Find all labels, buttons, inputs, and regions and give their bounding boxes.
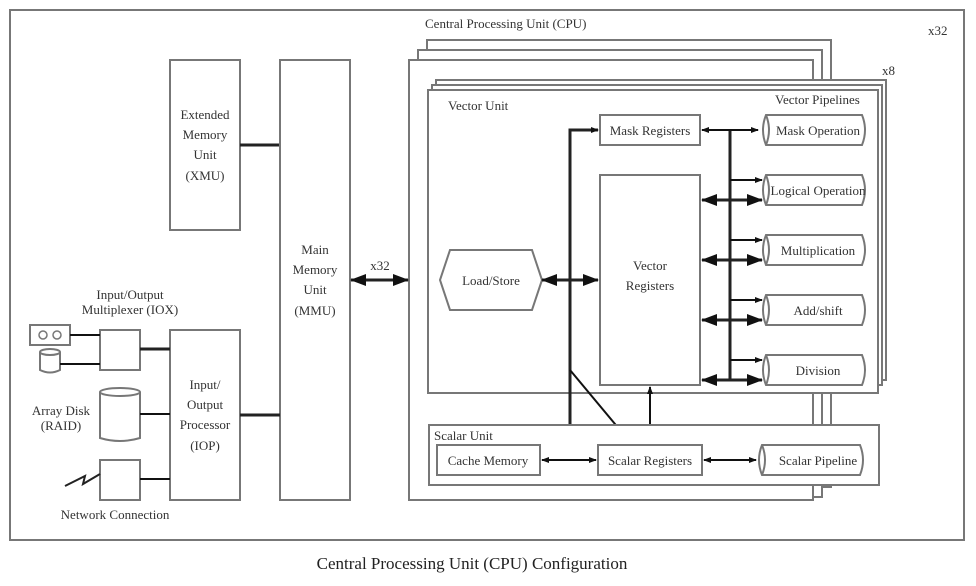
pipeline-cap	[765, 234, 770, 266]
xmu-line: Extended	[180, 107, 230, 122]
iop-line: (IOP)	[190, 438, 220, 453]
pipeline-label: Multiplication	[781, 243, 856, 258]
cache-memory-label: Cache Memory	[448, 453, 529, 468]
iox-label-line1: Input/Output	[96, 287, 164, 302]
raid-disk-icon	[99, 392, 141, 442]
iop-line: Input/	[189, 377, 220, 392]
pipeline-cylinder	[762, 294, 866, 326]
scalar-unit-title: Scalar Unit	[434, 428, 493, 443]
disk-top-icon	[39, 348, 61, 356]
iop-line: Processor	[180, 417, 231, 432]
load-store-label: Load/Store	[462, 273, 520, 288]
mmu-box	[279, 59, 351, 501]
raid-disk-top-icon	[99, 387, 141, 397]
pipeline-cylinder	[762, 114, 866, 146]
scalar-registers-label: Scalar Registers	[608, 453, 692, 468]
pipeline-cap	[765, 174, 770, 206]
mask-registers-label: Mask Registers	[610, 123, 691, 138]
network-box	[99, 459, 141, 501]
raid-label-line2: (RAID)	[41, 418, 81, 433]
raid-label-line1: Array Disk	[32, 403, 91, 418]
network-lightning-icon	[64, 473, 101, 487]
pipeline-cylinder	[762, 174, 866, 206]
xmu-line: (XMU)	[186, 168, 225, 183]
pipeline-cap	[765, 294, 770, 326]
vector-registers-label-line2: Registers	[626, 278, 674, 293]
xmu-line: Unit	[193, 147, 217, 162]
tape-reel-icon	[38, 330, 48, 340]
pipeline-label: Logical Operation	[771, 183, 866, 198]
iop-box	[169, 329, 241, 501]
vector-pipelines-title: Vector Pipelines	[775, 92, 860, 107]
pipeline-label: Division	[796, 363, 841, 378]
pipeline-cap	[765, 354, 770, 386]
vector-unit-title: Vector Unit	[448, 98, 509, 113]
disk-icon	[39, 352, 61, 374]
scalar-registers-box	[597, 444, 703, 476]
mmu-line: Memory	[293, 262, 338, 277]
vector-registers-label-line1: Vector	[633, 258, 668, 273]
cpu-inner-multiplicity: x8	[882, 63, 895, 78]
mask-link-line	[568, 127, 599, 460]
xmu-line: Memory	[183, 127, 228, 142]
pipeline-cap	[765, 114, 770, 146]
mask-registers-box	[599, 114, 701, 146]
scalar-pipeline-cylinder	[758, 444, 864, 476]
pipeline-cylinder	[762, 234, 866, 266]
diagram-caption: Central Processing Unit (CPU) Configurat…	[317, 554, 628, 573]
vector-registers-box	[599, 174, 701, 386]
network-label: Network Connection	[61, 507, 170, 522]
pipeline-label: Mask Operation	[776, 123, 861, 138]
load-store-unit	[438, 249, 544, 311]
iop-label: Input/ Output Processor (IOP)	[180, 377, 231, 453]
mmu-line: Unit	[303, 282, 327, 297]
xmu-box	[169, 59, 241, 231]
iop-line: Output	[187, 397, 224, 412]
mmu-line: Main	[301, 242, 329, 257]
scalar-pipeline-label: Scalar Pipeline	[779, 453, 858, 468]
cpu-multiplicity: x32	[928, 23, 948, 38]
xmu-label: Extended Memory Unit (XMU)	[180, 107, 230, 183]
mmu-label: Main Memory Unit (MMU)	[293, 242, 338, 318]
cpu-title: Central Processing Unit (CPU)	[425, 16, 586, 31]
tape-reel-icon	[52, 330, 62, 340]
scalar-pipeline-cap	[761, 444, 766, 476]
tape-icon	[29, 324, 71, 346]
iox-box	[99, 329, 141, 371]
cache-memory-box	[436, 444, 541, 476]
pipeline-cylinder	[762, 354, 866, 386]
mmu-line: (MMU)	[294, 303, 335, 318]
memory-link-label: x32	[370, 258, 390, 273]
pipeline-label: Add/shift	[793, 303, 843, 318]
iox-label-line2: Multiplexer (IOX)	[82, 302, 178, 317]
